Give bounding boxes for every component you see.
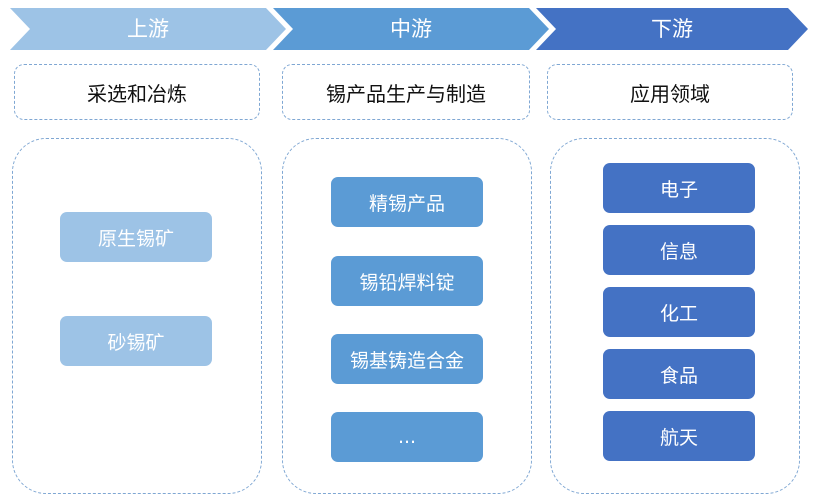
downstream-stage-arrow: 下游 [536,8,808,50]
midstream-stage-title: 中游 [390,17,432,41]
downstream-item-aerospace: 航天 [603,411,755,461]
midstream-panel: 精锡产品 锡铅焊料锭 锡基铸造合金 ... [282,138,532,494]
midstream-item-more: ... [331,412,483,462]
upstream-header: 采选和冶炼 [14,64,260,120]
upstream-panel: 原生锡矿 砂锡矿 [12,138,262,494]
downstream-item-information: 信息 [603,225,755,275]
midstream-header: 锡产品生产与制造 [282,64,530,120]
upstream-item-placer-tin-ore: 砂锡矿 [60,316,212,366]
upstream-item-primary-tin-ore: 原生锡矿 [60,212,212,262]
upstream-stage-arrow: 上游 [10,8,286,50]
midstream-item-tin-casting-alloy: 锡基铸造合金 [331,334,483,384]
upstream-arrow-shape [10,8,286,50]
downstream-item-food: 食品 [603,349,755,399]
upstream-stage-title: 上游 [127,17,169,41]
midstream-stage-arrow: 中游 [273,8,549,50]
downstream-header: 应用领域 [547,64,793,120]
downstream-arrow-shape [536,8,808,50]
downstream-item-electronics: 电子 [603,163,755,213]
midstream-item-refined-tin: 精锡产品 [331,177,483,227]
downstream-stage-title: 下游 [651,17,693,41]
downstream-item-chemical: 化工 [603,287,755,337]
downstream-panel: 电子 信息 化工 食品 航天 [550,138,800,494]
midstream-item-tin-lead-solder: 锡铅焊料锭 [331,256,483,306]
midstream-arrow-shape [273,8,549,50]
